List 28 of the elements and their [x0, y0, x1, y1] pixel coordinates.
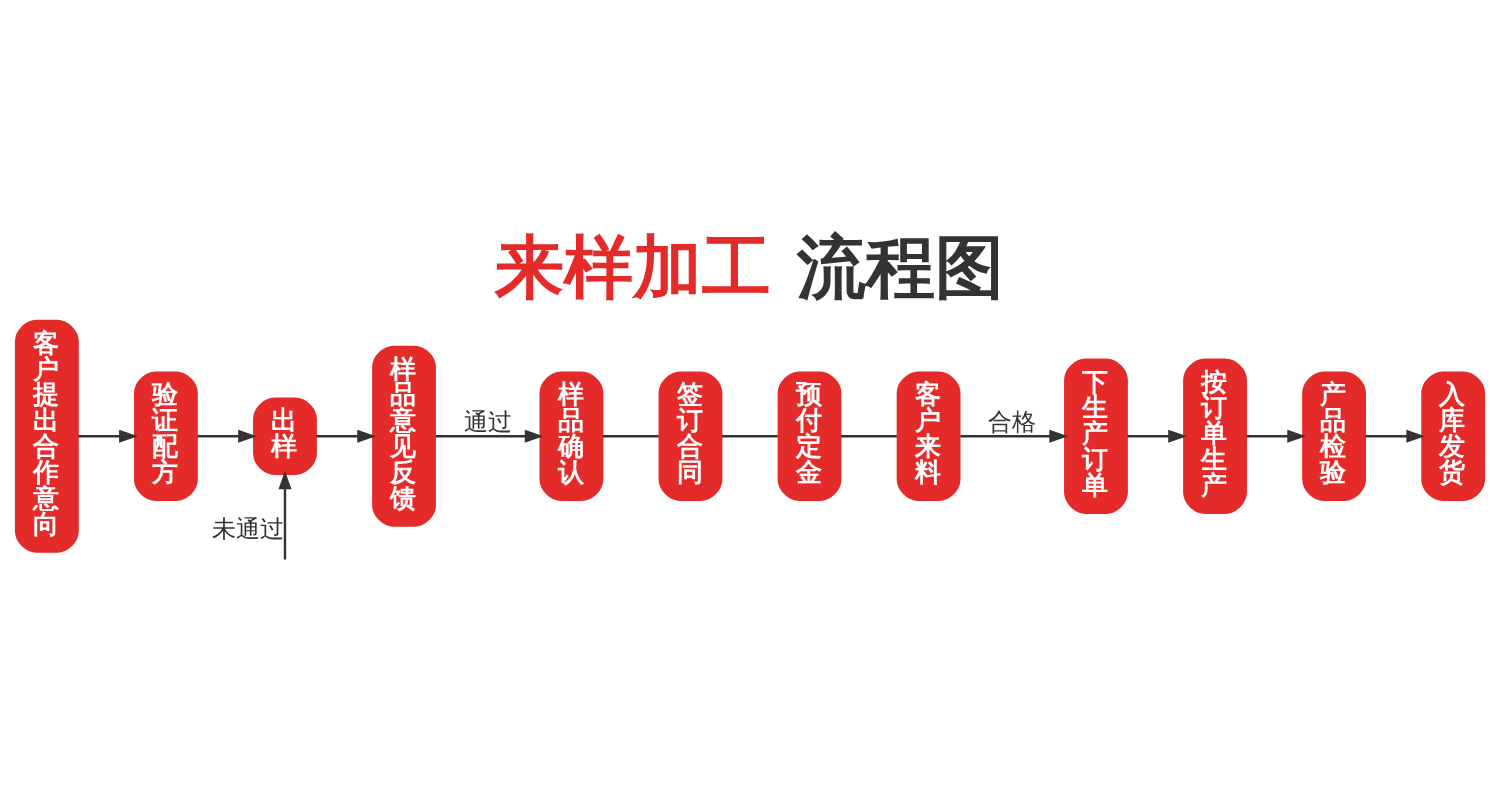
connector — [721, 434, 778, 437]
node-box: 客户来料 — [896, 371, 961, 501]
arrow — [960, 429, 1069, 443]
connector — [841, 434, 897, 437]
node-box: 入库发货 — [1421, 371, 1486, 501]
arrow — [197, 429, 257, 443]
edge-label: 合格 — [988, 407, 1037, 436]
node-box: 按订单生产 — [1183, 358, 1247, 514]
node-box: 样品意见反馈 — [372, 345, 436, 527]
arrow — [78, 429, 138, 443]
arrow — [1246, 429, 1306, 443]
node-box: 样品确认 — [539, 371, 604, 501]
node-box: 出样 — [253, 396, 317, 475]
edge-label: 未通过 — [211, 514, 284, 543]
arrow — [1365, 429, 1425, 443]
diagram-title: 来样加工 流程图 — [495, 226, 1005, 307]
node-box: 签订合同 — [658, 371, 723, 501]
node-box: 产品检验 — [1302, 371, 1366, 501]
edge-label: 通过 — [463, 407, 512, 436]
arrow — [1127, 429, 1187, 443]
arrow — [316, 429, 376, 443]
node-box: 验证配方 — [134, 371, 198, 501]
arrow — [435, 429, 544, 443]
arrow — [278, 470, 292, 559]
node-box: 客户提出合作意向 — [14, 319, 79, 553]
connector — [602, 434, 659, 437]
node-box: 下生产订单 — [1064, 358, 1128, 514]
node-box: 预付定金 — [777, 371, 842, 501]
